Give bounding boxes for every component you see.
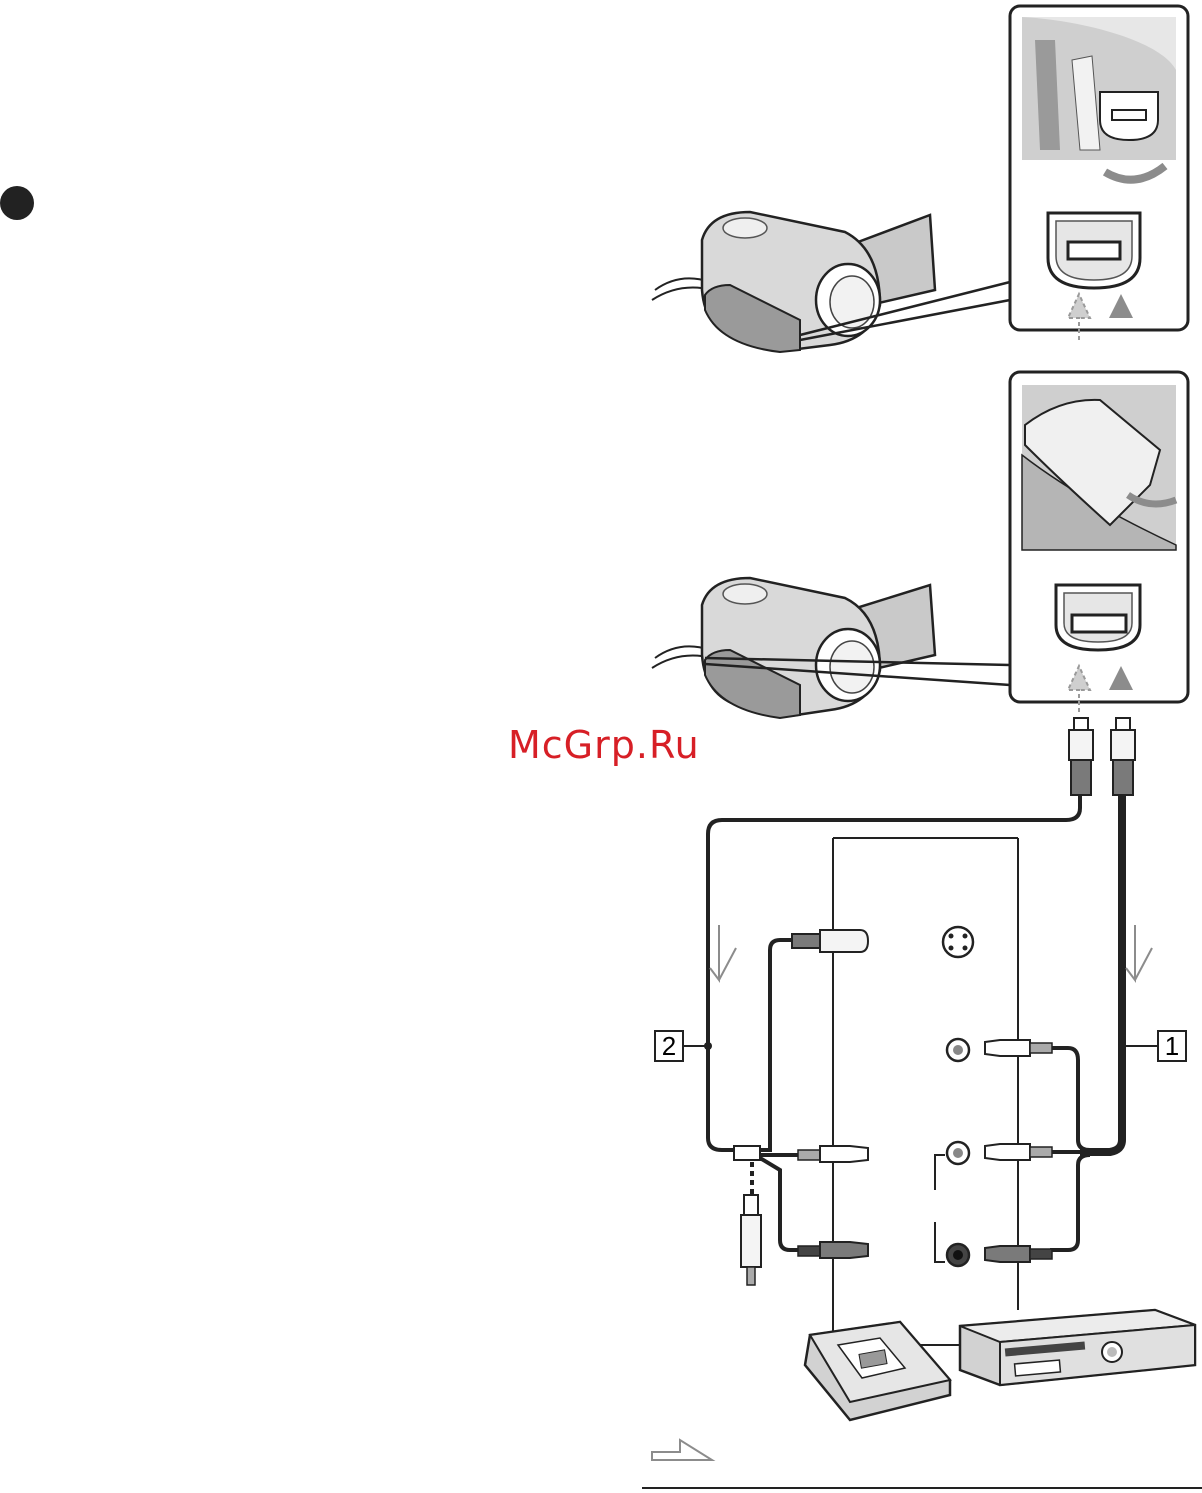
cable-splitter [734, 1146, 760, 1160]
dvd-recorder-device [805, 1322, 950, 1420]
rca-plug-audio-white-left [798, 1146, 868, 1162]
rca-plug-video-right [985, 1040, 1052, 1056]
rca-plug-audio-red-left [798, 1242, 868, 1258]
rca-plug-audio-white-right [985, 1144, 1052, 1160]
rca-plug-audio-red-right [985, 1246, 1052, 1262]
rca-plug-unused [741, 1195, 761, 1285]
input-panel [833, 838, 1018, 1350]
callout-2-label: 2 [662, 1031, 676, 1061]
camcorder-bottom [652, 578, 1010, 718]
audio-jack-red [947, 1244, 969, 1266]
camcorder-top [652, 212, 1010, 352]
flow-down-arrow-right-icon [1126, 925, 1152, 980]
video-jack [947, 1039, 969, 1061]
s-video-plug [792, 930, 868, 952]
av-plug-right [1111, 718, 1135, 795]
callout-cable-1: 1 [1118, 1031, 1186, 1061]
av-plug-left [1069, 718, 1093, 795]
callout-cable-2: 2 [655, 1031, 712, 1061]
detail-panel-top [1010, 6, 1188, 330]
signal-flow-legend-icon [652, 1440, 712, 1460]
audio-jack-white [947, 1142, 969, 1164]
flow-down-arrow-left-icon [710, 925, 736, 980]
callout-1-label: 1 [1165, 1031, 1179, 1061]
detail-panel-bottom [1010, 372, 1188, 702]
watermark-text: McGrp.Ru [508, 723, 700, 767]
cable-1 [1050, 795, 1122, 1250]
s-video-jack [943, 927, 973, 957]
cable-2 [708, 795, 1080, 1250]
vcr-device [960, 1310, 1195, 1385]
